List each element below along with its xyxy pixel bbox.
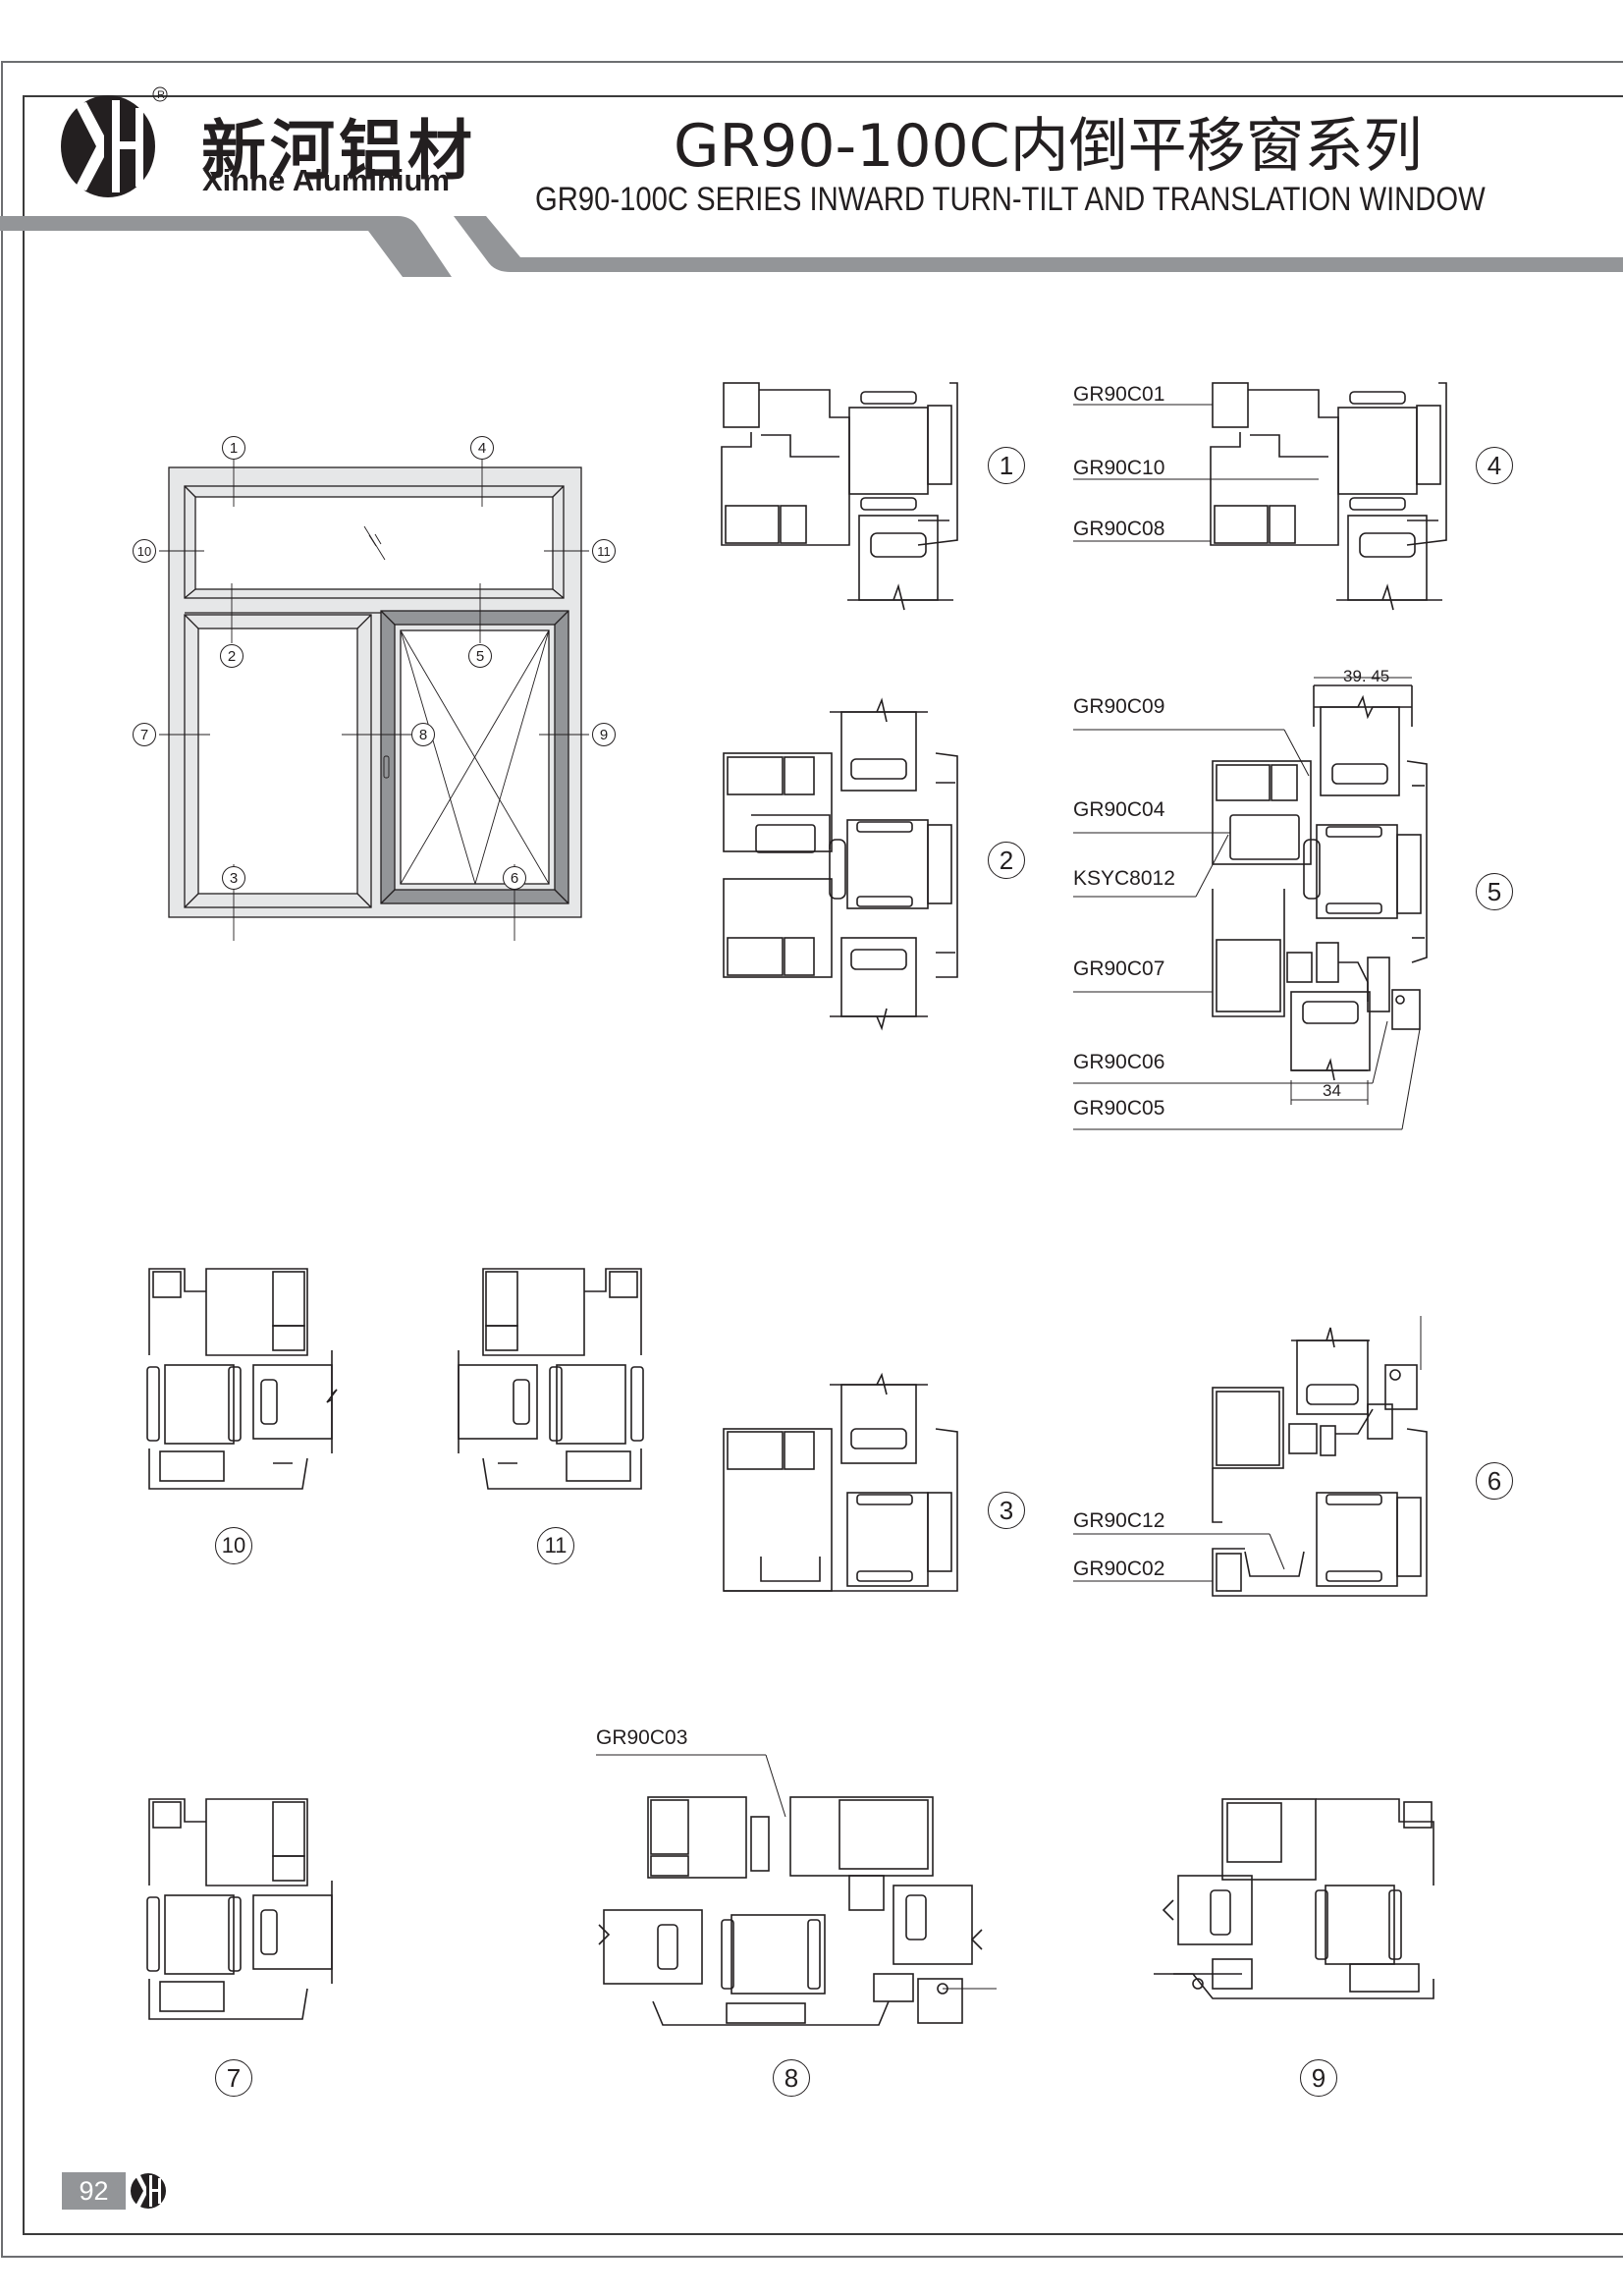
part-label-gr90c12: GR90C12 bbox=[1073, 1509, 1165, 1532]
dimension-top: 39. 45 bbox=[1343, 667, 1390, 685]
section-2-callout: 2 bbox=[988, 842, 1025, 879]
part-label-gr90c08: GR90C08 bbox=[1073, 518, 1165, 540]
section-6-drawing bbox=[1073, 1316, 1428, 1597]
part-label-gr90c04: GR90C04 bbox=[1073, 798, 1165, 821]
callout-8: 8 bbox=[411, 723, 435, 746]
callout-6: 6 bbox=[503, 866, 526, 890]
section-4-callout: 4 bbox=[1476, 447, 1513, 484]
section-8-drawing bbox=[596, 1754, 997, 2026]
part-label-ksyc8012: KSYC8012 bbox=[1073, 867, 1175, 890]
part-label-gr90c06: GR90C06 bbox=[1073, 1051, 1165, 1073]
header-band bbox=[0, 216, 1623, 277]
callout-2: 2 bbox=[220, 644, 243, 668]
section-7-callout: 7 bbox=[215, 2059, 252, 2097]
part-label-gr90c09: GR90C09 bbox=[1073, 695, 1165, 718]
callout-7: 7 bbox=[133, 723, 156, 746]
dimension-bottom: 34 bbox=[1323, 1081, 1341, 1100]
page-inner-border bbox=[23, 95, 1623, 2235]
page-outer-border bbox=[1, 61, 1623, 2258]
section-9-callout: 9 bbox=[1300, 2059, 1337, 2097]
section-3-callout: 3 bbox=[988, 1492, 1025, 1529]
section-4-drawing bbox=[1073, 382, 1447, 611]
section-9-drawing bbox=[1154, 1798, 1434, 1999]
section-1-drawing bbox=[721, 382, 958, 611]
brand-name-en: Xinhe Aluminium bbox=[202, 163, 451, 197]
callout-1: 1 bbox=[222, 436, 245, 460]
brand-name-cn: 新河铝材 bbox=[201, 113, 476, 189]
section-3-drawing bbox=[723, 1372, 958, 1592]
section-10-callout: 10 bbox=[215, 1527, 252, 1564]
section-2-drawing bbox=[723, 697, 958, 1031]
section-8-callout: 8 bbox=[773, 2059, 810, 2097]
part-label-gr90c01: GR90C01 bbox=[1073, 383, 1165, 406]
callout-3: 3 bbox=[222, 866, 245, 890]
page-number: 92 bbox=[62, 2172, 126, 2210]
window-elevation-diagram bbox=[159, 460, 589, 941]
section-11-callout: 11 bbox=[537, 1527, 574, 1564]
callout-11: 11 bbox=[592, 539, 616, 563]
section-5-drawing bbox=[1073, 677, 1428, 1130]
part-label-gr90c02: GR90C02 bbox=[1073, 1558, 1165, 1580]
part-label-gr90c05: GR90C05 bbox=[1073, 1097, 1165, 1120]
page-title-en: GR90-100C SERIES INWARD TURN-TILT AND TR… bbox=[535, 181, 1486, 218]
section-11-drawing bbox=[458, 1268, 644, 1490]
callout-5: 5 bbox=[468, 644, 492, 668]
part-label-gr90c03: GR90C03 bbox=[596, 1726, 688, 1749]
footer-xh-logo-icon bbox=[131, 2173, 166, 2209]
section-10-drawing bbox=[146, 1268, 338, 1490]
section-1-callout: 1 bbox=[988, 447, 1025, 484]
callout-4: 4 bbox=[470, 436, 494, 460]
callout-9: 9 bbox=[592, 723, 616, 746]
part-label-gr90c07: GR90C07 bbox=[1073, 957, 1165, 980]
svg-text:R: R bbox=[157, 89, 165, 101]
callout-10: 10 bbox=[133, 539, 156, 563]
section-5-callout: 5 bbox=[1476, 873, 1513, 910]
part-label-gr90c10: GR90C10 bbox=[1073, 457, 1165, 479]
section-7-drawing bbox=[146, 1798, 333, 2020]
section-6-callout: 6 bbox=[1476, 1462, 1513, 1500]
xh-logo-icon: R bbox=[61, 86, 168, 197]
page-title-cn: GR90-100C内倒平移窗系列 bbox=[674, 112, 1423, 181]
